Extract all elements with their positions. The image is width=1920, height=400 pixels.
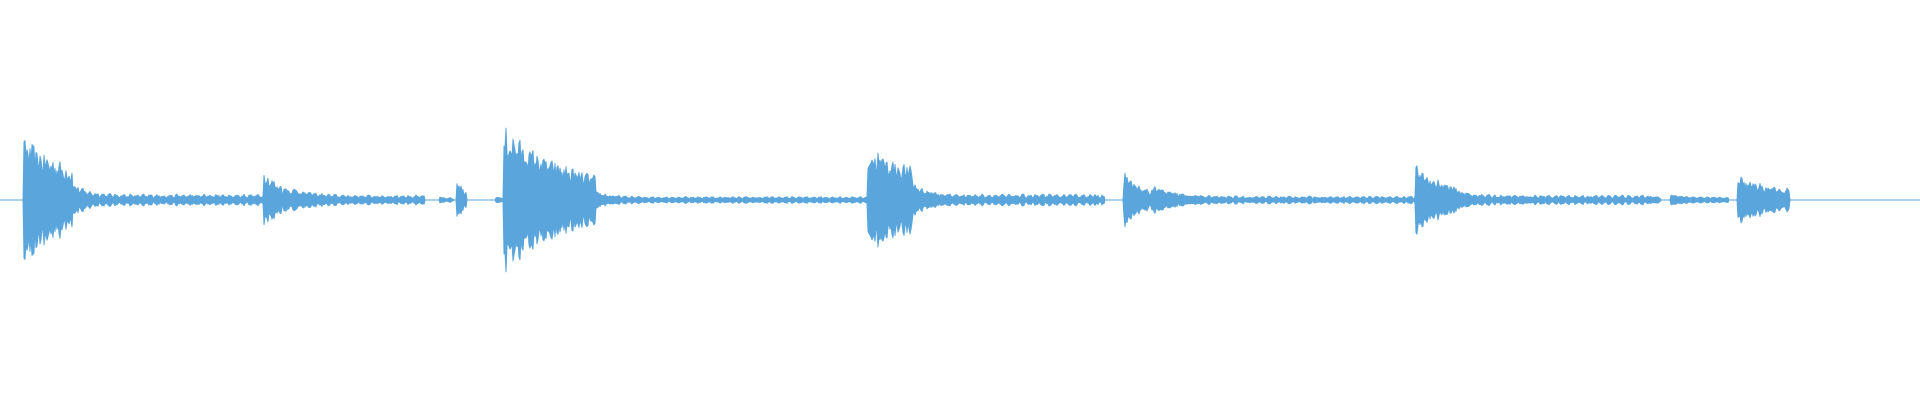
waveform-path — [0, 127, 1920, 273]
